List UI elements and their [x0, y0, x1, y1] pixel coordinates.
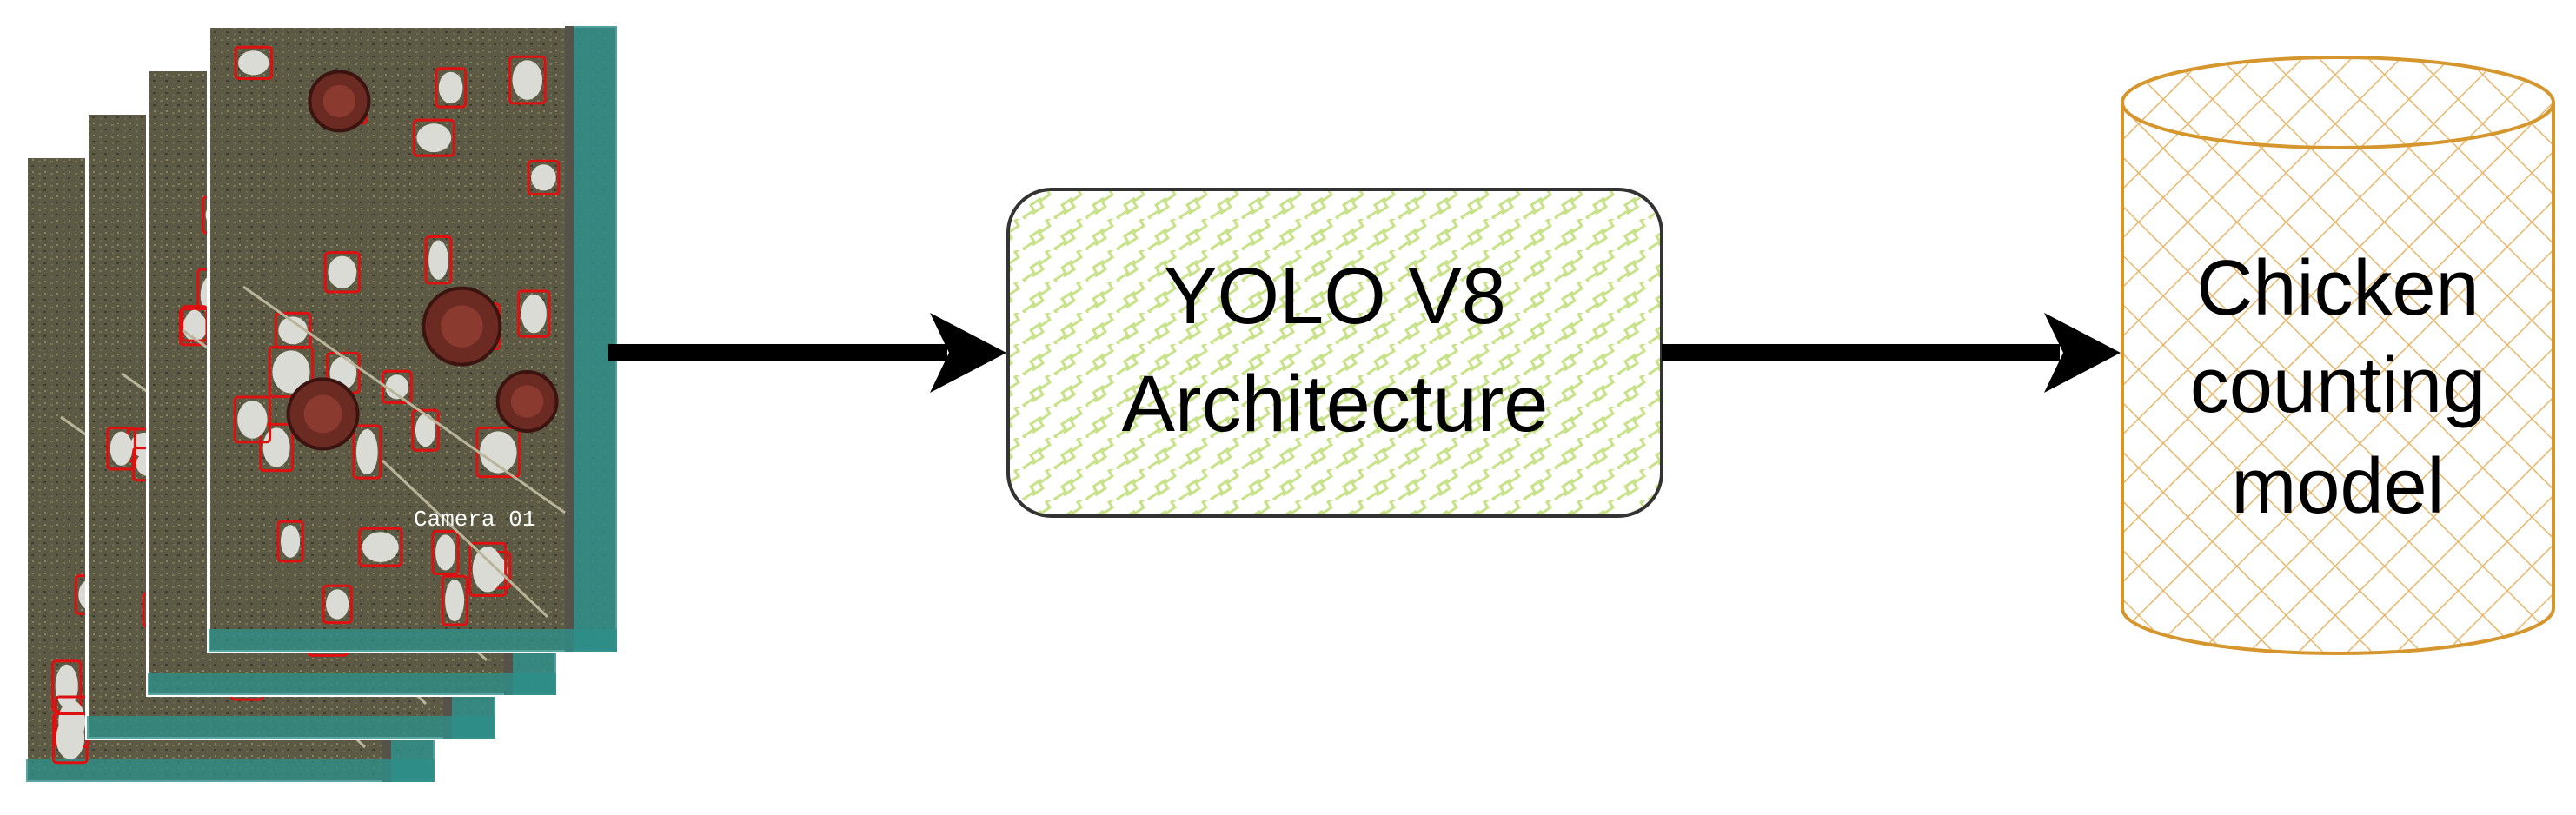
- chicken: [472, 547, 503, 593]
- detection-box: [527, 159, 561, 196]
- arrow-input-to-model: [608, 313, 1006, 393]
- chicken: [479, 431, 517, 474]
- chicken: [355, 429, 378, 475]
- detection-box: [276, 520, 304, 563]
- output-label-line1: Chicken: [2196, 245, 2479, 332]
- chicken: [184, 309, 204, 338]
- detection-box: [358, 527, 403, 567]
- detection-box: [468, 541, 508, 597]
- chicken: [280, 525, 301, 558]
- detection-box: [106, 427, 136, 471]
- chicken: [445, 580, 465, 621]
- detection-box: [233, 395, 272, 444]
- chicken: [262, 427, 290, 467]
- detection-box: [412, 118, 455, 157]
- camera-frame-4: [207, 24, 619, 653]
- chicken: [531, 164, 556, 191]
- detection-box: [181, 305, 209, 342]
- detection-box: [234, 45, 273, 80]
- process-label-line2: Architecture: [1122, 360, 1549, 448]
- chicken: [362, 532, 399, 562]
- detection-box: [424, 235, 453, 285]
- chicken: [237, 401, 268, 439]
- yolo-architecture-box: YOLO V8 Architecture: [1006, 188, 1663, 518]
- detection-box: [323, 251, 361, 294]
- chicken: [56, 717, 85, 759]
- output-label-line2: counting: [2190, 342, 2486, 429]
- chicken: [385, 374, 409, 400]
- chicken: [428, 240, 448, 280]
- chicken: [326, 589, 349, 620]
- chicken: [238, 50, 269, 76]
- detection-box: [517, 289, 551, 338]
- process-label-line1: YOLO V8: [1164, 252, 1506, 341]
- chicken: [416, 123, 452, 153]
- camera-frame-stack: Camera 01: [24, 24, 619, 784]
- chicken: [415, 414, 436, 447]
- detection-box: [352, 424, 382, 480]
- detection-box: [508, 55, 547, 105]
- chicken: [110, 431, 133, 466]
- output-label-line3: model: [2231, 443, 2444, 530]
- chicken: [328, 255, 357, 288]
- detection-box: [274, 311, 312, 349]
- detection-box: [441, 574, 468, 626]
- camera-overlay-label: Camera 01: [414, 507, 535, 533]
- chicken: [512, 60, 543, 100]
- chicken: [435, 534, 456, 571]
- detection-box: [435, 67, 467, 109]
- chicken: [438, 71, 463, 104]
- detection-box: [431, 529, 460, 576]
- chicken: [521, 294, 547, 334]
- arrow-model-to-output: [1662, 313, 2121, 393]
- chicken: [278, 316, 308, 345]
- detection-box: [322, 584, 353, 625]
- detection-box: [411, 408, 440, 452]
- detection-box: [259, 422, 295, 473]
- chicken-counting-model-cylinder: Chicken counting model: [2121, 56, 2555, 655]
- detection-box: [381, 369, 413, 404]
- chicken: [272, 350, 310, 394]
